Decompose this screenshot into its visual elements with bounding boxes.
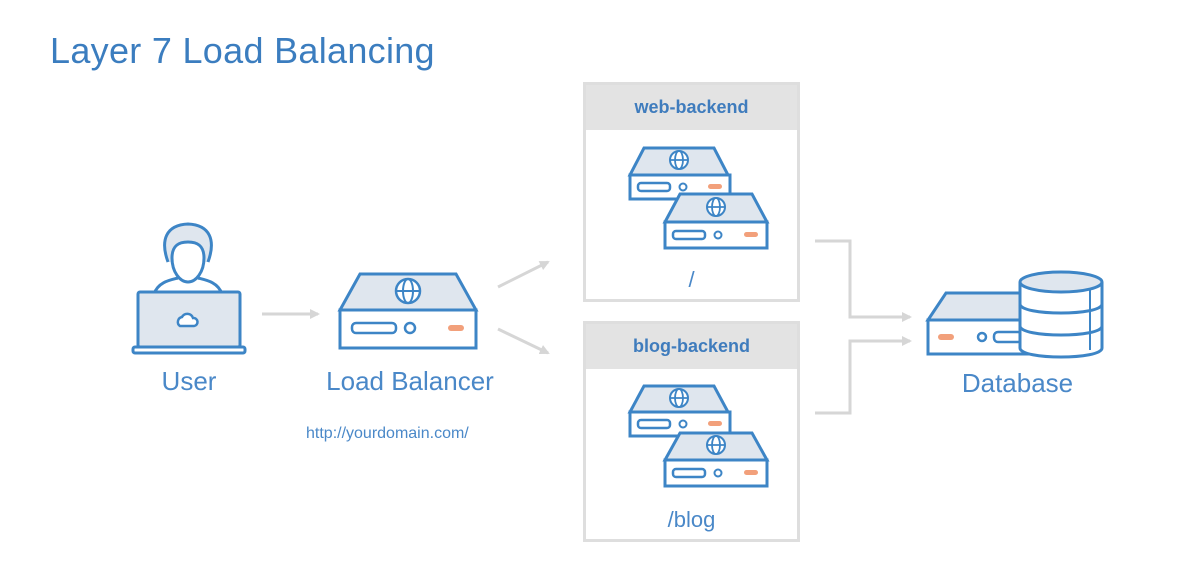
server-icon (662, 431, 770, 488)
server-icon (627, 384, 732, 438)
arrow-blog-backend-to-db (815, 336, 912, 415)
user-icon (131, 222, 247, 355)
blog-backend-servers (627, 384, 770, 488)
user-label: User (161, 366, 217, 396)
database-icon (925, 270, 1104, 359)
arrow-web-backend-to-db (815, 239, 912, 322)
web-backend-servers (627, 146, 770, 250)
server-icon (627, 146, 732, 201)
arrow-lb-to-blog-backend (497, 327, 550, 355)
load-balancer-url: http://yourdomain.com/ (306, 425, 469, 442)
load-balancer-label: Load Balancer (326, 366, 494, 396)
arrow-lb-to-web-backend (497, 260, 550, 289)
load-balancer-icon (337, 272, 479, 350)
server-icon (662, 192, 770, 250)
diagram-title: Layer 7 Load Balancing (50, 30, 435, 71)
database-label: Database (961, 368, 1074, 398)
